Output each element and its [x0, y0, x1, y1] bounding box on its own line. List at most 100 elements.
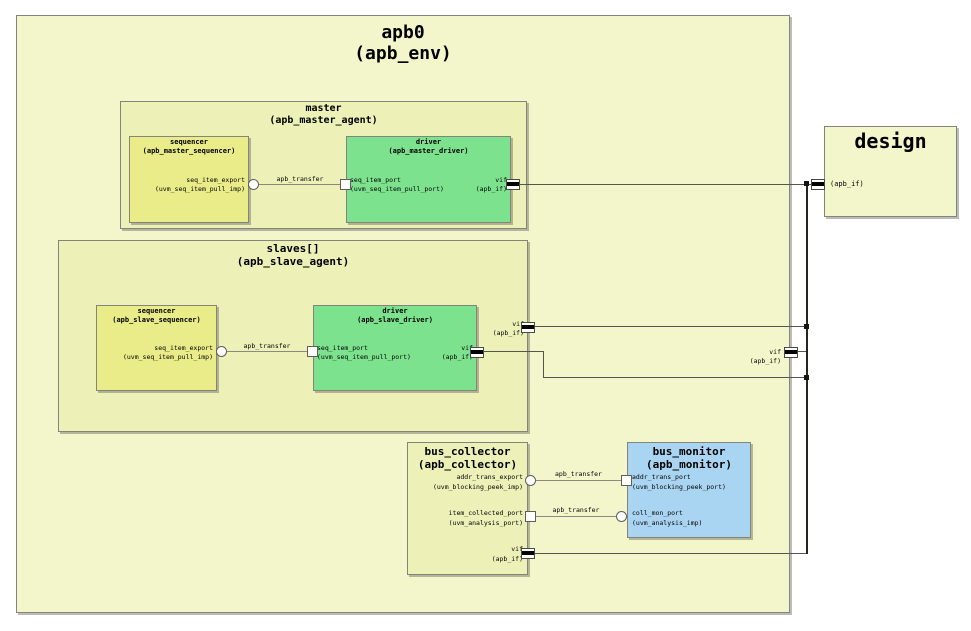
- collector-addr-trans-export-label: addr_trans_export (uvm_blocking_peek_imp…: [413, 472, 523, 492]
- master-driver-title-line1: driver: [415, 138, 442, 146]
- collector-vif-label-line2: (apb_if): [491, 555, 523, 563]
- master-seq-item-export-label-line2: (uvm_seq_item_pull_imp): [154, 185, 245, 193]
- bus-monitor-title: bus_monitor (apb_monitor): [628, 445, 750, 471]
- slave-seq-item-export-port[interactable]: [216, 346, 227, 357]
- design-vif-port[interactable]: [811, 179, 825, 190]
- slaves-agent-title: slaves[] (apb_slave_agent): [59, 242, 527, 268]
- slaves-agent-vif-label: vif (apb_if): [414, 320, 524, 338]
- collector-vif-label-line1: vif: [511, 545, 523, 553]
- slave-seq-item-export-label: seq_item_export (uvm_seq_item_pull_imp): [103, 344, 213, 362]
- bus-monitor-title-line2: (apb_monitor): [645, 458, 733, 471]
- slave-driver-vif-label-line2: (apb_if): [441, 353, 473, 361]
- monitor-addr-trans-port-label-line1: addr_trans_port: [632, 473, 691, 481]
- master-seq-item-port-label: seq_item_port (uvm_seq_item_pull_port): [350, 176, 444, 194]
- master-seq-item-export-label: seq_item_export (uvm_seq_item_pull_imp): [135, 176, 245, 194]
- monitor-coll-mon-port-label-line2: (uvm_analysis_imp): [632, 519, 703, 527]
- design-title: design: [854, 129, 927, 153]
- master-driver-title-line2: (apb_master_driver): [388, 147, 469, 155]
- slave-seq-item-port[interactable]: [307, 346, 318, 357]
- slaves-agent-title-line2: (apb_slave_agent): [236, 255, 350, 268]
- slave-driver-vif-net-v[interactable]: [543, 351, 544, 378]
- collector-item-collected-port-label-line2: (uvm_analysis_port): [448, 519, 523, 527]
- net-junction-dot-design: [804, 181, 809, 186]
- slave-driver-title-line2: (apb_slave_driver): [357, 316, 433, 324]
- monitor-coll-mon-port-label: coll_mon_port (uvm_analysis_imp): [632, 508, 702, 528]
- net-junction-dot-slave-driver-vif: [804, 375, 809, 380]
- slave-driver-box[interactable]: driver (apb_slave_driver): [313, 305, 477, 391]
- master-sequencer-box[interactable]: sequencer (apb_master_sequencer): [129, 136, 249, 223]
- env-vif-label-line1: vif: [769, 348, 781, 356]
- net-junction-dot-slaves-vif: [804, 324, 809, 329]
- slave-driver-vif-label: vif (apb_if): [363, 344, 473, 362]
- slave-driver-vif-label-line1: vif: [461, 344, 473, 352]
- slaves-agent-vif-label-line2: (apb_if): [492, 329, 524, 337]
- collector-monitor-apb-transfer-wire2[interactable]: [536, 516, 616, 517]
- slave-sequencer-box[interactable]: sequencer (apb_slave_sequencer): [96, 305, 217, 391]
- monitor-coll-mon-port-label-line1: coll_mon_port: [632, 509, 683, 517]
- collector-monitor-apb-transfer-label2: apb_transfer: [552, 506, 600, 514]
- env-vif-stub-net[interactable]: [798, 351, 806, 352]
- bus-monitor-box[interactable]: bus_monitor (apb_monitor): [627, 442, 751, 538]
- slave-seq-item-port-label-line2: (uvm_seq_item_pull_port): [317, 353, 411, 361]
- collector-monitor-apb-transfer-wire1[interactable]: [536, 480, 621, 481]
- env-vif-port[interactable]: [784, 347, 798, 358]
- monitor-coll-mon-port[interactable]: [616, 511, 627, 522]
- design-box[interactable]: design: [824, 126, 957, 217]
- slave-sequencer-title-line1: sequencer: [137, 307, 176, 315]
- slave-apb-transfer-label: apb_transfer: [243, 342, 291, 350]
- master-sequencer-title-line1: sequencer: [170, 138, 208, 146]
- master-sequencer-title: sequencer (apb_master_sequencer): [130, 138, 248, 156]
- master-agent-title-line2: (apb_master_agent): [269, 115, 378, 126]
- master-apb-transfer-wire[interactable]: [259, 184, 341, 185]
- slaves-agent-vif-net[interactable]: [535, 326, 806, 327]
- master-seq-item-port-label-line2: (uvm_seq_item_pull_port): [350, 185, 444, 193]
- bus-collector-title-line1: bus_collector: [424, 445, 511, 458]
- master-seq-item-port-label-line1: seq_item_port: [350, 176, 401, 184]
- slave-sequencer-title: sequencer (apb_slave_sequencer): [97, 307, 216, 325]
- design-apb-if-label: (apb_if): [830, 180, 864, 188]
- slaves-agent-title-line1: slaves[]: [266, 242, 320, 255]
- slave-seq-item-export-label-line2: (uvm_seq_item_pull_imp): [122, 353, 213, 361]
- slave-apb-transfer-wire[interactable]: [227, 351, 307, 352]
- env-title: apb0 (apb_env): [17, 22, 789, 64]
- master-driver-vif-label-line2: (apb_if): [475, 185, 507, 193]
- master-driver-vif-label-line1: vif: [495, 176, 507, 184]
- master-seq-item-port[interactable]: [340, 179, 351, 190]
- master-driver-vif-label: vif (apb_if): [397, 176, 507, 194]
- master-vif-net[interactable]: [520, 184, 811, 185]
- slave-driver-title: driver (apb_slave_driver): [314, 307, 476, 325]
- master-seq-item-export-port[interactable]: [248, 179, 259, 190]
- master-agent-title-line1: master: [305, 103, 342, 114]
- master-agent-title: master (apb_master_agent): [121, 103, 526, 127]
- master-seq-item-export-label-line1: seq_item_export: [186, 176, 245, 184]
- collector-vif-label: vif (apb_if): [413, 544, 523, 564]
- bus-collector-box[interactable]: bus_collector (apb_collector): [407, 442, 528, 575]
- monitor-addr-trans-port-label-line2: (uvm_blocking_peek_port): [632, 483, 726, 491]
- slave-driver-vif-port[interactable]: [470, 347, 484, 358]
- collector-item-collected-port[interactable]: [525, 511, 536, 522]
- slaves-agent-vif-label-line1: vif: [512, 320, 524, 328]
- collector-addr-trans-export-label-line1: addr_trans_export: [456, 473, 523, 481]
- master-driver-vif-port[interactable]: [506, 179, 520, 190]
- collector-vif-port[interactable]: [521, 548, 535, 559]
- master-driver-title: driver (apb_master_driver): [347, 138, 510, 156]
- slave-seq-item-port-label-line1: seq_item_port: [317, 344, 368, 352]
- collector-item-collected-port-label: item_collected_port (uvm_analysis_port): [413, 508, 523, 528]
- vif-bus-net-vertical[interactable]: [806, 184, 808, 554]
- env-title-line1: apb0: [381, 22, 425, 43]
- bus-collector-title-line2: (apb_collector): [417, 458, 518, 471]
- master-apb-transfer-label: apb_transfer: [276, 175, 324, 183]
- slave-driver-vif-net-h2[interactable]: [544, 377, 807, 378]
- env-vif-label-line2: (apb_if): [749, 357, 781, 365]
- slave-seq-item-port-label: seq_item_port (uvm_seq_item_pull_port): [317, 344, 411, 362]
- env-title-line2: (apb_env): [354, 43, 452, 64]
- monitor-addr-trans-port[interactable]: [621, 475, 632, 486]
- slaves-agent-vif-port[interactable]: [521, 322, 535, 333]
- collector-vif-net[interactable]: [535, 553, 806, 554]
- env-vif-label: vif (apb_if): [671, 348, 781, 366]
- slave-driver-vif-net-h1[interactable]: [484, 351, 544, 352]
- bus-collector-title: bus_collector (apb_collector): [408, 445, 527, 471]
- collector-addr-trans-export-port[interactable]: [525, 475, 536, 486]
- collector-item-collected-port-label-line1: item_collected_port: [448, 509, 523, 517]
